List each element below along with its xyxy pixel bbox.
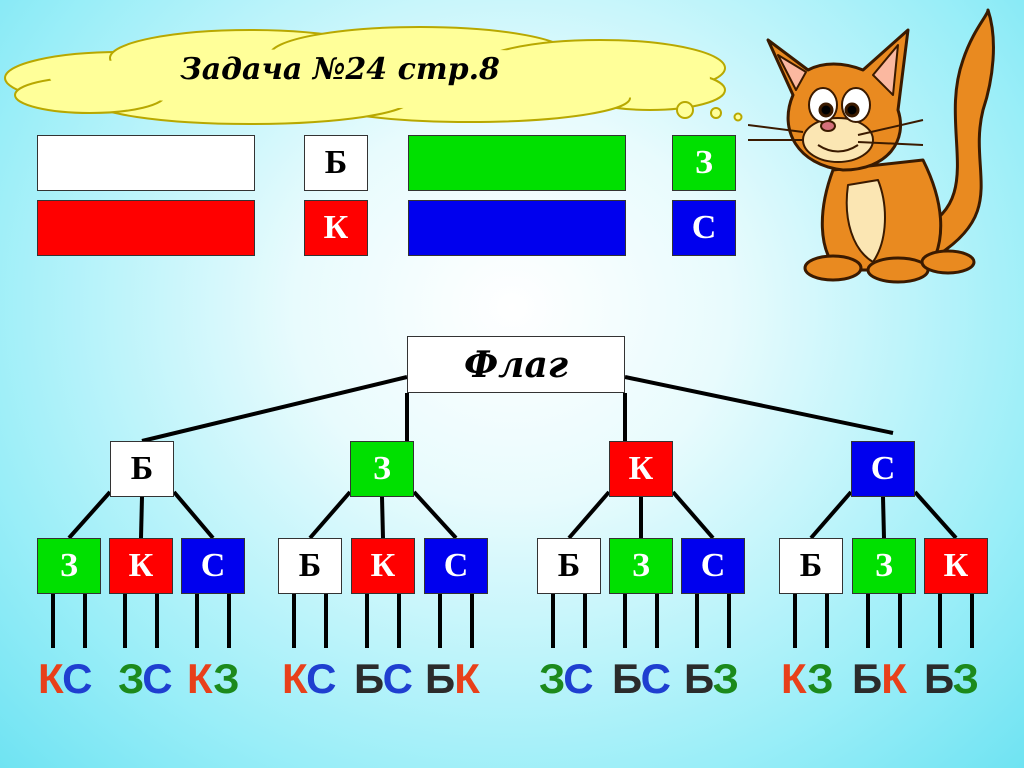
combination: КЗ [187,655,240,703]
edge-2-0 [567,490,611,540]
combination: БК [425,655,480,703]
edge-1-1 [380,496,385,539]
node-blue: С [851,441,915,497]
edge-root-3 [624,375,894,435]
combination: БС [612,655,671,703]
legend-swatch-green [408,135,626,191]
combination: КС [38,655,92,703]
legend-letter-white: Б [304,135,368,191]
legend-letter-red: К [304,200,368,256]
cat-icon [748,8,995,284]
legend-swatch-white [37,135,255,191]
combination-letter: Б [924,655,954,702]
combination-letter: К [881,655,907,702]
edge-root-0 [141,375,408,443]
legend-letter-green: З [672,135,736,191]
combination-letter: К [187,655,214,702]
edge-0-2 [172,490,215,540]
combination-letter: С [640,655,671,702]
combination: БЗ [924,655,979,703]
combination-letter: Б [852,655,882,702]
task-title: Задача №24 стр.8 [180,52,500,87]
edge-2-2 [671,490,715,540]
legend-swatch-blue [408,200,626,256]
combination-letter: З [118,655,143,702]
edge-1-0 [308,490,352,540]
leaf-red: К [351,538,415,594]
combination: ЗС [118,655,173,703]
edge-3-1 [881,496,886,539]
leaf-green: З [852,538,916,594]
combination-letter: З [213,655,239,702]
combination-letter: З [952,655,979,702]
leaf-blue: С [181,538,245,594]
combination-letter: З [712,655,739,702]
leaf-white: Б [537,538,601,594]
combination-letter: С [142,655,172,702]
leaf-red: К [109,538,173,594]
combination-letter: З [539,655,564,702]
combination-letter: К [454,655,480,702]
edge-0-0 [67,490,112,540]
edge-3-2 [913,490,958,540]
combination-letter: Б [612,655,642,702]
node-white: Б [110,441,174,497]
legend-swatch-red [37,200,255,256]
combination-letter: К [38,655,63,702]
combination-letter: К [781,655,808,702]
root-node: Флаг [407,336,625,393]
combination: КЗ [781,655,834,703]
combination-letter: С [563,655,593,702]
combination: БК [852,655,907,703]
combination-letter: С [382,655,413,702]
combination: БС [354,655,413,703]
combination-letter: Б [684,655,714,702]
combination-letter: С [62,655,92,702]
node-red: К [609,441,673,497]
combination-letter: Б [425,655,455,702]
node-green: З [350,441,414,497]
leaf-green: З [37,538,101,594]
combination-letter: С [306,655,336,702]
edge-0-1 [139,496,144,539]
edge-3-0 [809,490,853,540]
leaf-blue: С [424,538,488,594]
legend-letter-blue: С [672,200,736,256]
combination-letter: З [807,655,833,702]
leaf-white: Б [278,538,342,594]
edge-1-2 [412,490,458,540]
combination-letter: Б [354,655,384,702]
combination-letter: К [282,655,307,702]
combination: БЗ [684,655,739,703]
leaf-white: Б [779,538,843,594]
combination: КС [282,655,336,703]
leaf-green: З [609,538,673,594]
combination: ЗС [539,655,594,703]
leaf-blue: С [681,538,745,594]
leaf-red: К [924,538,988,594]
